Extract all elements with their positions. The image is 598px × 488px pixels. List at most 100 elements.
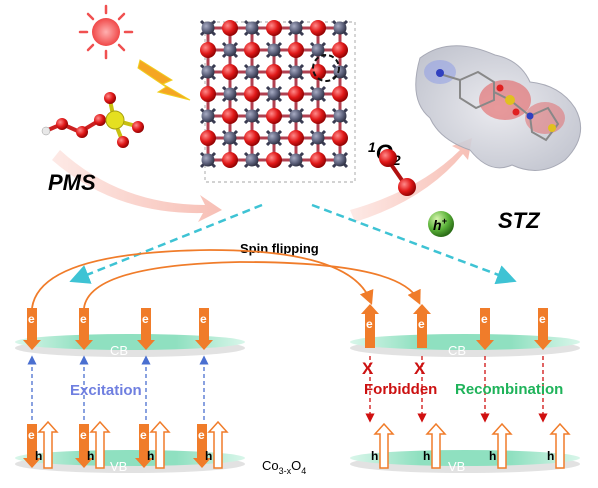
material-sub-2: 4 (301, 466, 306, 476)
o2-molecule (379, 149, 416, 196)
oxygen-atom (332, 42, 348, 58)
left-vb-electron-2: e (75, 424, 93, 468)
oxygen-atom (200, 130, 216, 146)
right-vb-hole-3-label: h (489, 449, 496, 463)
oxygen-atom (244, 86, 260, 102)
left-vb-hole-4-label: h (205, 449, 212, 463)
material-o: O (291, 458, 301, 473)
left-vb-electron-1: e (23, 424, 41, 468)
oxygen-vacancy-marker (312, 54, 340, 82)
right-cb-electron-4-label: e (539, 312, 546, 326)
right-vb-hole-1: h (371, 422, 395, 469)
material-co: Co (262, 458, 279, 473)
cobalt-atom (243, 151, 261, 169)
oxygen-atom (244, 130, 260, 146)
co3o4-crystal-structure (199, 19, 356, 183)
right-vb-hole-1-label: h (371, 449, 378, 463)
left-cb-electron-1-label: e (28, 312, 35, 326)
left-cb-label: CB (110, 343, 128, 358)
stz-label: STZ (498, 208, 541, 233)
oxygen-atom (332, 86, 348, 102)
left-vb-electron-3-label: e (140, 428, 147, 442)
oxygen-atom (222, 108, 238, 124)
spin-right-dashed-arrow (311, 203, 517, 285)
left-vb-hole-2: h (87, 420, 111, 469)
hole-symbol: h (433, 217, 442, 233)
material-label: Co3-xO4 (262, 458, 306, 476)
spin-left-dashed-arrow (69, 203, 263, 284)
oxygen-atom (332, 130, 348, 146)
right-vb-band (350, 450, 580, 466)
right-vb-hole-2-label: h (423, 449, 430, 463)
right-cb-electron-2-label: e (418, 317, 425, 331)
left-cb-electron-4: e (195, 308, 213, 350)
transition-arrows (27, 355, 548, 423)
left-cb-electron-4-label: e (200, 312, 207, 326)
right-cb-electron-3: e (476, 308, 494, 350)
cobalt-atom (309, 85, 327, 103)
oxygen-atom (222, 152, 238, 168)
spin-arc-outer (31, 249, 374, 309)
oxygen-atom (310, 20, 326, 36)
cobalt-atom (309, 129, 327, 147)
left-vb-hole-3-label: h (147, 449, 154, 463)
cobalt-atom (287, 107, 305, 125)
energy-bands (15, 334, 580, 473)
hole-superscript: + (442, 216, 448, 226)
left-vb-band (15, 450, 245, 466)
left-vb-label: VB (110, 459, 127, 474)
left-vb-electron-3: e (135, 424, 153, 468)
left-vb-electron-4: e (193, 424, 211, 468)
singlet-oxygen-superscript: 1 (368, 139, 376, 155)
right-vb-hole-4-label: h (547, 449, 554, 463)
cobalt-atom (331, 107, 349, 125)
oxygen-atom (288, 86, 304, 102)
oxygen-atom (310, 152, 326, 168)
left-vb-electron-2-label: e (80, 428, 87, 442)
cobalt-atom (199, 107, 217, 125)
right-cb-electron-1-label: e (366, 317, 373, 331)
oxygen-atom (288, 42, 304, 58)
cobalt-atom (199, 151, 217, 169)
left-cb-electron-2: e (75, 308, 93, 350)
left-vb-hole-4: h (205, 420, 229, 469)
cobalt-atom (331, 19, 349, 37)
oxygen-atom (310, 108, 326, 124)
sun-icon (78, 4, 134, 60)
right-cb-band (350, 334, 580, 350)
cobalt-atom (199, 63, 217, 81)
cobalt-atom (243, 19, 261, 37)
material-sub-1: 3-x (279, 466, 292, 476)
lightning-icon (137, 59, 191, 101)
hole-ball-icon: h+ (428, 211, 454, 237)
pms-to-catalyst-arrow (52, 150, 222, 222)
spin-arc-inner (83, 261, 421, 309)
right-cb-electron-1: e (361, 304, 379, 348)
left-cb-electron-3: e (137, 308, 155, 350)
cobalt-atom (221, 85, 239, 103)
left-cb-electron-1: e (23, 308, 41, 350)
forbidden-cross-1: X (362, 359, 374, 378)
oxygen-atom (288, 130, 304, 146)
cobalt-atom (221, 129, 239, 147)
left-vb-hole-2-label: h (87, 449, 94, 463)
hole-label: h+ (433, 216, 448, 233)
right-vb-hole-4: h (547, 422, 571, 469)
cobalt-atom (265, 129, 283, 147)
pms-label: PMS (48, 170, 96, 195)
cobalt-atom (221, 41, 239, 59)
left-vb-hole-1: h (35, 420, 59, 469)
forbidden-cross-2: X (414, 359, 426, 378)
right-cb-electron-3-label: e (481, 312, 488, 326)
oxygen-atom (266, 108, 282, 124)
left-vb-electron-1-label: e (28, 428, 35, 442)
cobalt-atom (331, 151, 349, 169)
cobalt-atom (265, 41, 283, 59)
pms-molecule (41, 92, 144, 148)
cobalt-atom (243, 63, 261, 81)
cobalt-atom (287, 151, 305, 169)
oxygen-atom (222, 64, 238, 80)
forbidden-label: Forbidden (364, 381, 437, 398)
